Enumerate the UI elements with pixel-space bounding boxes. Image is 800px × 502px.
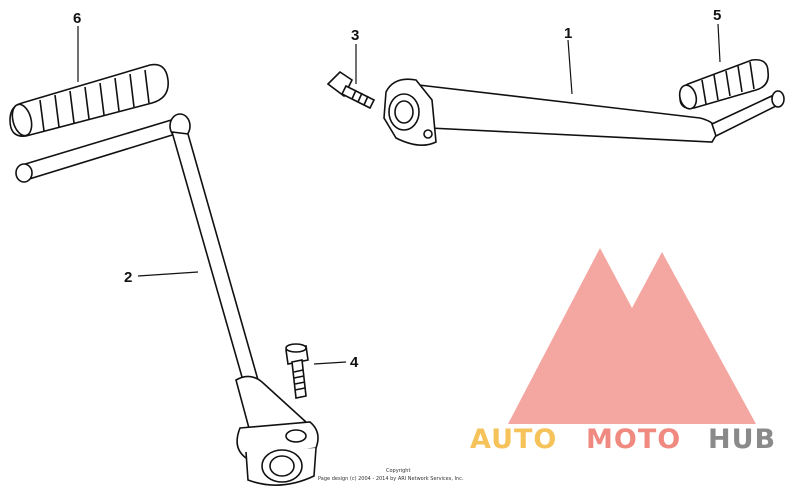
logo-outer-triangle xyxy=(508,248,756,424)
callout-2: 2 xyxy=(124,269,132,286)
copyright-line-1: Copyright xyxy=(386,468,410,474)
leader-line-2 xyxy=(137,271,199,277)
bolt-thread xyxy=(293,369,306,391)
callout-5: 5 xyxy=(713,7,721,24)
bolt-thread xyxy=(351,89,369,106)
leader-line-5 xyxy=(717,23,721,63)
logo-inner-mark xyxy=(574,336,700,392)
callout-1: 1 xyxy=(564,25,572,42)
rubber-grip-left-icon[interactable] xyxy=(9,63,169,138)
rubber-grip-right-icon[interactable] xyxy=(677,58,770,111)
grip-ribs xyxy=(39,69,150,132)
callout-3: 3 xyxy=(351,27,359,44)
callout-4: 4 xyxy=(350,354,359,371)
copyright-line-2: Page design (c) 2004 - 2014 by ARI Netwo… xyxy=(318,476,464,482)
bolt-lower-icon[interactable] xyxy=(285,343,309,399)
shift-pedal-arm-icon[interactable] xyxy=(383,78,785,146)
leader-line-4 xyxy=(313,361,347,365)
leader-line-1 xyxy=(567,39,573,95)
watermark-auto: AUTO xyxy=(470,424,557,455)
grip-ribs xyxy=(701,61,755,105)
kick-starter-arm-icon[interactable] xyxy=(15,113,319,486)
automotohub-logo-icon xyxy=(508,248,756,424)
callout-6: 6 xyxy=(73,10,81,27)
watermark-moto: MOTO xyxy=(586,424,681,455)
watermark-hub: HUB xyxy=(708,424,776,455)
bolt-upper-icon[interactable] xyxy=(326,70,376,110)
